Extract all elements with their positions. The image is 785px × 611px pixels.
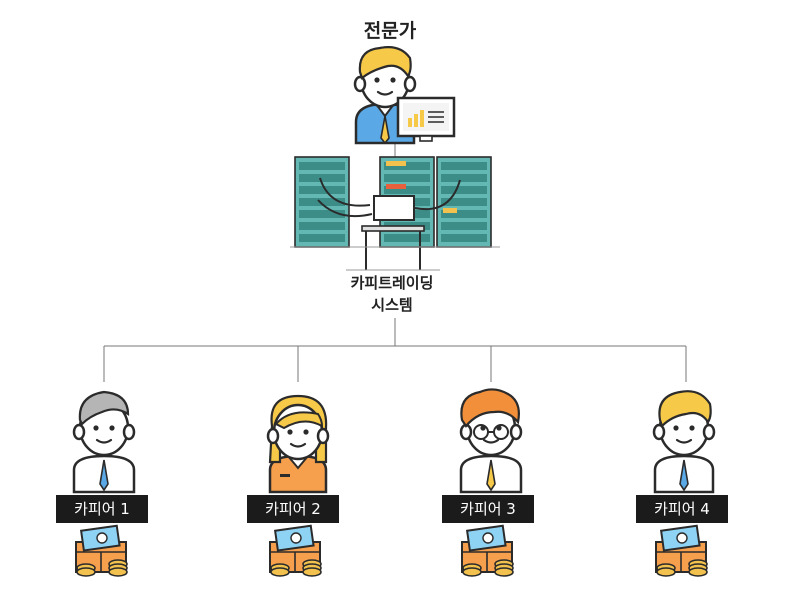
expert-label: 전문가 <box>363 20 417 42</box>
copier-4-label: 카피어 4 <box>636 495 728 523</box>
copier-2-figure <box>266 394 330 494</box>
copier-4-figure <box>652 390 716 494</box>
copier-1-cash-icon <box>75 524 128 577</box>
system-label-line2: 시스템 <box>371 296 413 314</box>
copier-3-cash-icon <box>461 524 514 577</box>
copier-1-figure <box>72 390 136 494</box>
copier-3-figure <box>459 388 523 494</box>
copier-2-label: 카피어 2 <box>247 495 339 523</box>
server-system-illustration <box>290 156 500 271</box>
copier-2-cash-icon <box>269 524 322 577</box>
connector-lines <box>103 142 687 382</box>
copier-4-cash-icon <box>655 524 708 577</box>
copier-1-label: 카피어 1 <box>56 495 148 523</box>
copier-3-label: 카피어 3 <box>442 495 534 523</box>
expert-figure <box>353 46 456 145</box>
system-label-line1: 카피트레이딩 <box>350 274 434 292</box>
